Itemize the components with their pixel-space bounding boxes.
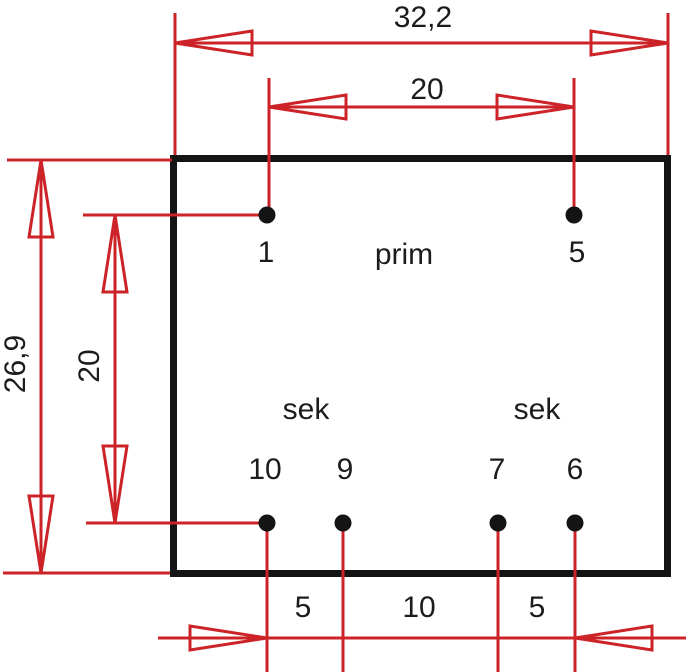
pin-7-pad: [489, 514, 507, 532]
pin-10-label: 10: [248, 453, 282, 486]
arrowhead-right-icon: [495, 93, 575, 121]
dim-bottom-right-label: 5: [528, 591, 546, 624]
arrowhead-up-icon: [27, 159, 55, 239]
pin-5-pad: [565, 206, 583, 224]
winding-primary-label: prim: [374, 238, 434, 271]
dim-overall-width-label: 32,2: [393, 1, 453, 34]
pin-1-label: 1: [257, 236, 275, 269]
arrowhead-left-icon: [268, 93, 348, 121]
winding-secondary-right-label: sek: [513, 393, 561, 426]
pin-1-pad: [258, 206, 276, 224]
arrowhead-down-icon: [27, 494, 55, 574]
pin-7-label: 7: [488, 453, 506, 486]
pin-6-pad: [566, 514, 584, 532]
arrowhead-right-icon: [188, 624, 268, 652]
component-outline: [170, 155, 671, 577]
pin-5-label: 5: [568, 236, 586, 269]
dim-bottom-left-label: 5: [294, 591, 312, 624]
dim-overall-height-label: 26,9: [0, 334, 32, 394]
arrowhead-down-icon: [101, 444, 129, 524]
arrowhead-up-icon: [101, 214, 129, 294]
dim-bottom-middle-label: 10: [402, 591, 436, 624]
dimension-lines: [3, 13, 686, 672]
arrowhead-right-icon: [589, 29, 669, 57]
arrowhead-left-icon: [174, 29, 254, 57]
pin-6-label: 6: [566, 453, 584, 486]
winding-secondary-left-label: sek: [282, 393, 330, 426]
dim-top-pin-spacing-label: 20: [410, 73, 444, 106]
arrowhead-left-icon: [574, 624, 654, 652]
pin-10-pad: [258, 514, 276, 532]
pin-9-label: 9: [336, 453, 354, 486]
pin-pads: [258, 206, 584, 532]
pin-9-pad: [334, 514, 352, 532]
dim-pin-row-spacing-label: 20: [73, 349, 106, 383]
